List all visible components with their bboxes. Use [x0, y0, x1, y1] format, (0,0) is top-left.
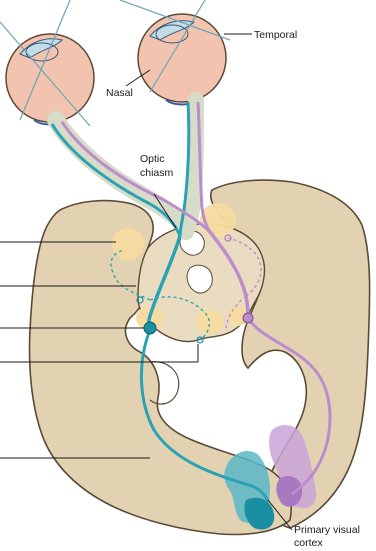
primary-visual-cortex-label-line1: Primary visual: [294, 524, 360, 536]
temporal-label: Temporal: [254, 29, 297, 41]
lateral-geniculate-right: [196, 310, 224, 334]
optic-chiasm-label-line2: chiasm: [140, 167, 174, 179]
primary-visual-cortex-label-line2: cortex: [294, 537, 323, 549]
teal-synapse-marker: [144, 322, 156, 334]
optic-chiasm-label-line1: Optic: [140, 153, 165, 165]
purple-synapse-marker: [243, 313, 253, 323]
nasal-label: Nasal: [106, 87, 133, 99]
nucleus-left-upper: [112, 228, 144, 260]
